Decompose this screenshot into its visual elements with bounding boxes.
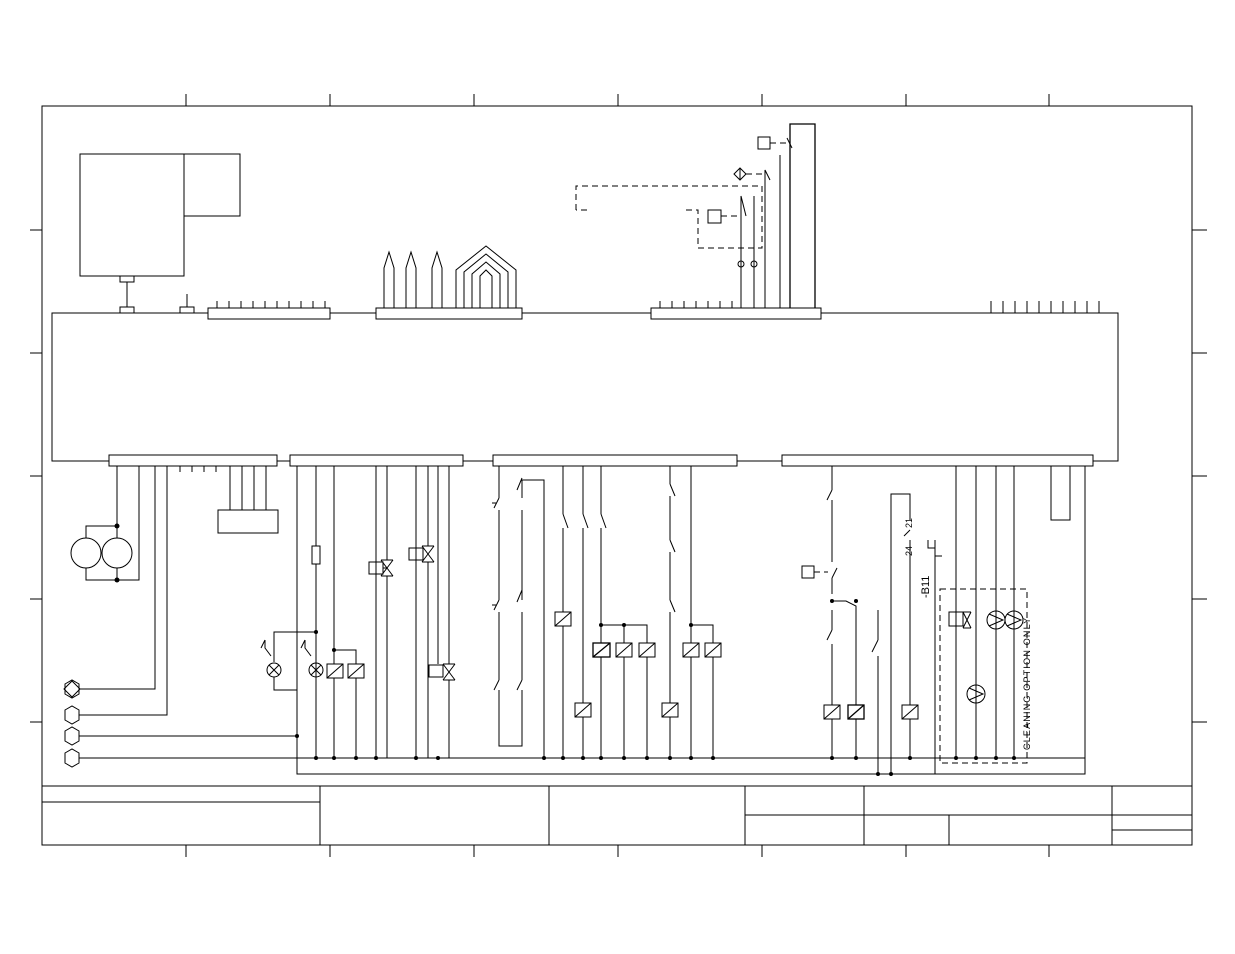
connector-top-2	[376, 308, 522, 319]
terminal-21-label: 21	[904, 518, 914, 528]
connector-bottom-1	[109, 455, 277, 466]
terminal-block	[218, 466, 278, 533]
pressure-switch-cluster	[576, 124, 815, 308]
connector-bottom-3	[493, 455, 737, 466]
relay-circuits	[492, 466, 721, 758]
sensor-ref-label: -B11	[920, 576, 932, 598]
compressor-circuits: 21 24 -B11	[802, 466, 942, 776]
connector-bottom-2	[290, 455, 463, 466]
connector-top-1	[208, 308, 330, 319]
supply-terminals	[64, 466, 1085, 767]
connector-pins	[180, 301, 1099, 472]
terminal-24-label: 24	[904, 546, 914, 556]
lamp-valve-circuits	[261, 466, 455, 758]
cleaning-option-note: CLEANING OPTION ONLY	[1022, 617, 1032, 750]
display-unit	[80, 154, 240, 313]
fan-motors	[71, 466, 139, 583]
connector-bottom-4	[782, 455, 1093, 466]
cleaning-option-group: CLEANING OPTION ONLY	[940, 466, 1070, 763]
main-controller-board	[52, 308, 1118, 466]
connector-top-3	[651, 308, 821, 319]
title-block	[42, 786, 1192, 845]
temperature-probes	[384, 246, 516, 308]
